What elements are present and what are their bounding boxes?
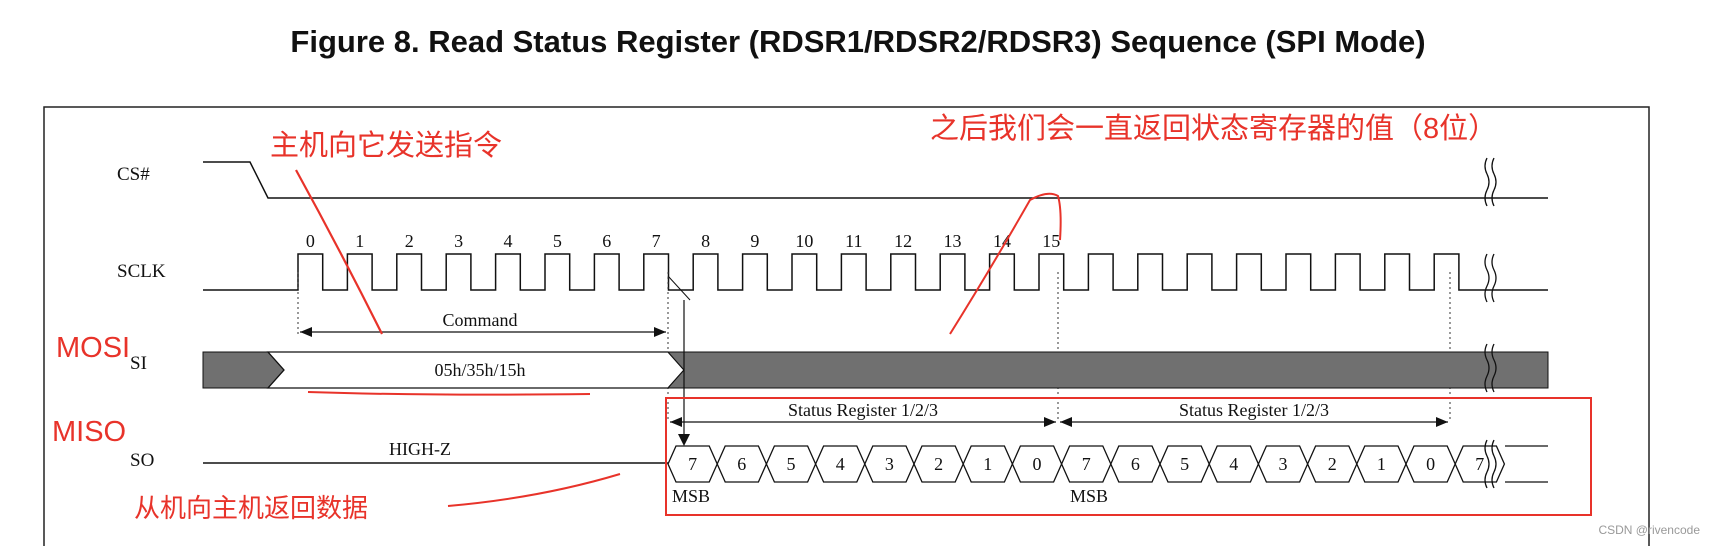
status-span-label-1: Status Register 1/2/3	[788, 400, 938, 420]
sclk-tick-label: 2	[405, 231, 414, 251]
so-bit-label: 5	[787, 454, 796, 474]
so-bit-label: 1	[983, 454, 992, 474]
status-arrowhead-2-right	[1436, 417, 1448, 427]
sclk-tick-label: 12	[894, 231, 912, 251]
figure-title: Figure 8. Read Status Register (RDSR1/RD…	[290, 24, 1426, 59]
si-dont-care-right	[666, 351, 1549, 389]
annotation-slave-returns: 从机向主机返回数据	[134, 493, 368, 523]
status-arrowhead-1-right	[1044, 417, 1056, 427]
so-high-z-label: HIGH-Z	[389, 439, 451, 459]
sclk-tick-label: 8	[701, 231, 710, 251]
sclk-tick-label: 9	[750, 231, 759, 251]
annotation-pointer-host	[295, 169, 383, 335]
so-bit-label: 0	[1033, 454, 1042, 474]
so-bit-label: 4	[1229, 454, 1238, 474]
annotation-host-sends: 主机向它发送指令	[270, 129, 502, 162]
so-bit-label: 6	[1131, 454, 1140, 474]
annotation-miso: MISO	[52, 416, 126, 448]
so-start-arrow	[667, 275, 691, 301]
so-bit-label: 2	[934, 454, 943, 474]
command-span-label: Command	[443, 310, 518, 330]
status-arrowhead-2-left	[1060, 417, 1072, 427]
so-bit-label: 3	[885, 454, 894, 474]
si-command-value: 05h/35h/15h	[434, 360, 525, 380]
status-span-label-2: Status Register 1/2/3	[1179, 400, 1329, 420]
so-bit-label: 7	[1475, 454, 1484, 474]
msb-label-1: MSB	[672, 486, 710, 506]
sclk-tick-label: 0	[306, 231, 315, 251]
annotation-mosi: MOSI	[56, 332, 130, 364]
time-break-marks	[1484, 157, 1497, 489]
cs-waveform	[203, 161, 1548, 199]
annotation-returns-status: 之后我们会一直返回状态寄存器的值（8位）	[930, 112, 1497, 145]
diagram-frame	[43, 106, 1650, 546]
sclk-tick-label: 13	[944, 231, 962, 251]
sclk-line	[203, 253, 1548, 291]
sclk-tick-label: 4	[504, 231, 513, 251]
sclk-tick-label: 11	[845, 231, 862, 251]
sclk-tick-label: 15	[1042, 231, 1060, 251]
so-bit-label: 7	[1082, 454, 1091, 474]
so-bit-label: 3	[1279, 454, 1288, 474]
msb-label-2: MSB	[1070, 486, 1108, 506]
signal-label-so: SO	[130, 450, 154, 471]
signal-label-si: SI	[130, 353, 147, 374]
so-bit-label: 4	[836, 454, 845, 474]
watermark: CSDN @rivencode	[1598, 523, 1700, 537]
sclk-tick-label: 14	[993, 231, 1011, 251]
so-bit-label: 1	[1377, 454, 1386, 474]
command-arrowhead-right	[654, 327, 666, 337]
so-start-arrowhead	[678, 434, 690, 446]
command-arrowhead-left	[300, 327, 312, 337]
annotation-pointer-status	[949, 192, 1062, 335]
si-dont-care-left	[202, 351, 285, 389]
sclk-tick-label: 3	[454, 231, 463, 251]
sclk-waveform	[203, 253, 1548, 291]
so-bit-label: 5	[1180, 454, 1189, 474]
sclk-tick-label: 1	[355, 231, 364, 251]
annotation-miso-box	[665, 397, 1592, 516]
so-bit-label: 0	[1426, 454, 1435, 474]
signal-label-cs: CS#	[117, 164, 150, 185]
so-bit-cell	[1454, 445, 1506, 483]
sclk-tick-label: 5	[553, 231, 562, 251]
signal-label-sclk: SCLK	[117, 261, 166, 282]
sclk-tick-label: 10	[795, 231, 813, 251]
so-bit-label: 6	[737, 454, 746, 474]
status-arrowhead-1-left	[670, 417, 682, 427]
so-bit-label: 2	[1328, 454, 1337, 474]
so-bit-sequence: 7 6 5 4 3 2 1 0 7 6 5 4 3 2 1 0 7	[667, 445, 1506, 483]
sclk-tick-label: 6	[602, 231, 611, 251]
annotation-underline-command	[307, 391, 591, 396]
sclk-tick-label: 7	[652, 231, 661, 251]
annotation-pointer-slave	[447, 473, 621, 507]
so-bit-label: 7	[688, 454, 697, 474]
